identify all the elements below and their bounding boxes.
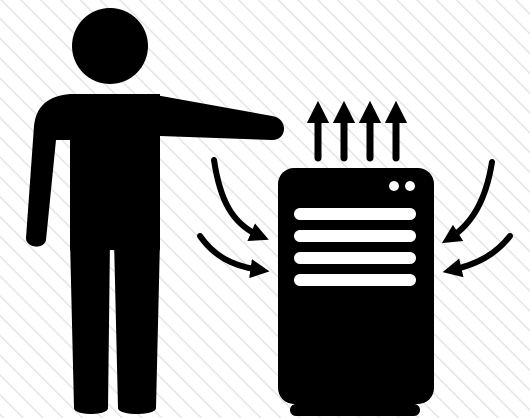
indicator-light [389,181,399,191]
person-right-leg [114,240,160,414]
vent-slot [294,252,416,264]
purifier-base [290,404,420,416]
vent-slot [294,274,416,286]
indicator-light [405,181,415,191]
person-left-leg [70,240,110,414]
vent-slot [294,208,416,220]
vent-slot [294,230,416,242]
person-head [72,8,148,84]
person-torso [70,94,160,250]
air-purifier-icon [278,168,434,416]
